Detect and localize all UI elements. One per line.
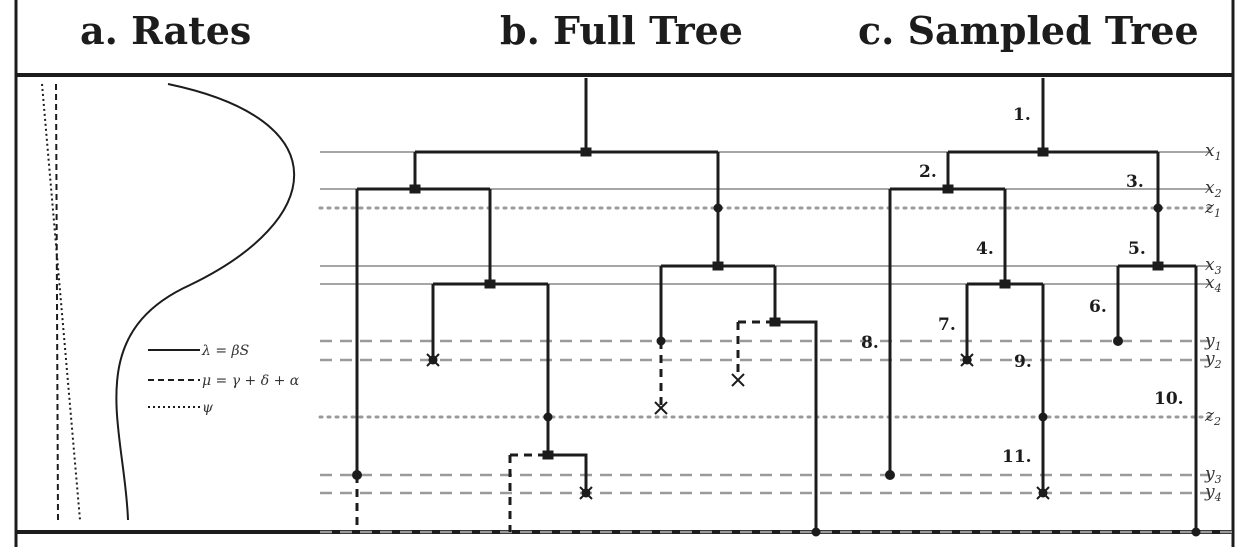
- lambda-curve: [115, 83, 295, 521]
- step-8: 8.: [861, 333, 879, 353]
- legend: λ = βS μ = γ + δ + α ψ: [148, 343, 300, 416]
- label-x2: x2: [1205, 178, 1222, 200]
- step-5: 5.: [1128, 239, 1146, 259]
- sampled-tree-markers: [885, 147, 1201, 537]
- step-2: 2.: [919, 162, 937, 182]
- step-4: 4.: [976, 239, 994, 259]
- full-tree: [355, 78, 818, 532]
- label-y4: y4: [1204, 482, 1222, 504]
- legend-psi: ψ: [202, 400, 214, 416]
- step-numbers: 1. 2. 3. 4. 5. 6. 7. 8. 9. 10. 11.: [861, 105, 1184, 467]
- panel-title-rates: a. Rates: [80, 8, 252, 53]
- full-tree-markers: [352, 147, 821, 537]
- mu-curve: [55, 83, 59, 521]
- label-z2: z2: [1204, 406, 1221, 428]
- label-x1: x1: [1205, 141, 1222, 163]
- label-y2: y2: [1204, 349, 1222, 371]
- psi-curve: [41, 83, 81, 521]
- frame: [14, 0, 1235, 547]
- rate-curves: [41, 83, 295, 521]
- step-6: 6.: [1089, 297, 1107, 317]
- legend-lambda: λ = βS: [201, 343, 249, 359]
- step-3: 3.: [1126, 172, 1144, 192]
- step-9: 9.: [1014, 352, 1032, 372]
- label-x3: x3: [1205, 255, 1222, 277]
- panel-title-full-tree: b. Full Tree: [500, 8, 743, 53]
- time-labels: x1 x2 z1 x3 x4 y1 y2 z2 y3 y4: [1204, 141, 1222, 504]
- step-11: 11.: [1002, 447, 1032, 467]
- sampled-tree: [888, 78, 1198, 532]
- legend-mu: μ = γ + δ + α: [202, 373, 300, 389]
- step-1: 1.: [1013, 105, 1031, 125]
- label-y1: y1: [1204, 331, 1222, 353]
- panel-title-sampled-tree: c. Sampled Tree: [858, 8, 1199, 53]
- step-10: 10.: [1154, 389, 1184, 409]
- time-lines: [318, 151, 1233, 534]
- label-y3: y3: [1204, 464, 1222, 486]
- label-x4: x4: [1205, 273, 1222, 295]
- step-7: 7.: [938, 315, 956, 335]
- label-z1: z1: [1204, 198, 1221, 220]
